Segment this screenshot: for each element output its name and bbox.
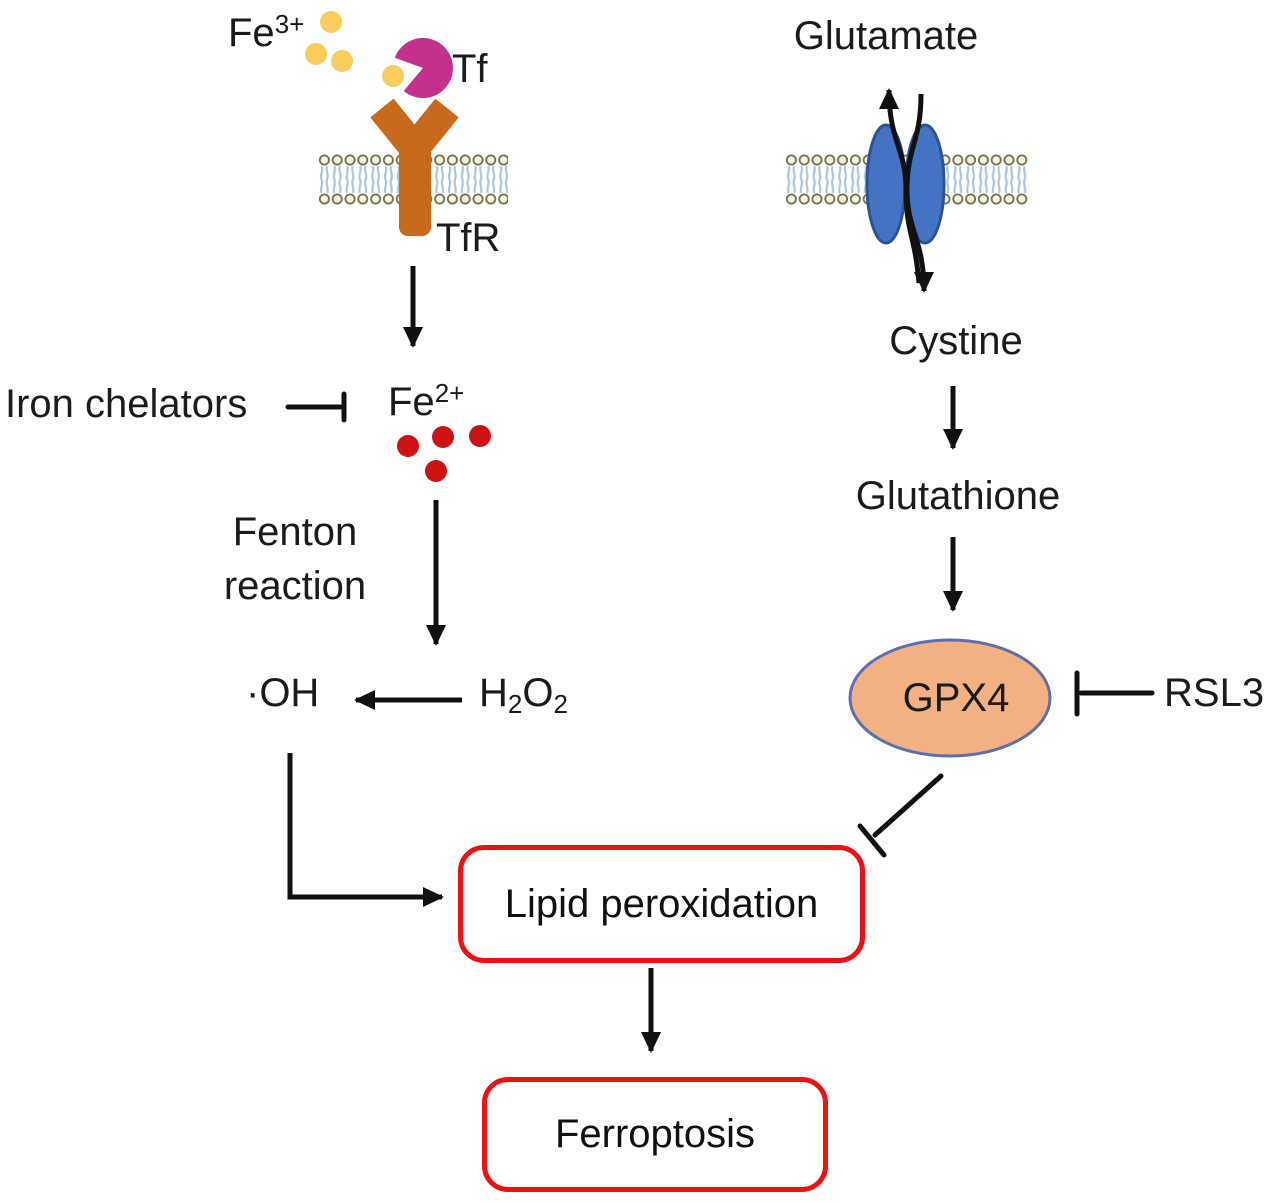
lipid-peroxidation-box: Lipid peroxidation xyxy=(458,845,865,963)
rsl3-label: RSL3 xyxy=(1164,671,1265,715)
arrow-glutamate-export xyxy=(879,88,922,284)
inhibition-rsl3-to-gpx4 xyxy=(1074,670,1155,717)
arrow-oh-to-lipid-peroxidation xyxy=(287,753,444,907)
fe2-label: Fe2+ xyxy=(388,378,465,424)
gpx4-label: GPX4 xyxy=(902,676,1010,720)
glutathione-label: Glutathione xyxy=(855,474,1061,518)
tf-label: Tf xyxy=(452,47,488,91)
h2o2-label: H2O2 xyxy=(479,671,568,719)
lipid-peroxidation-box-label: Lipid peroxidation xyxy=(504,881,819,926)
arrow-cystine-import xyxy=(904,93,934,293)
transferrin-pacman-shape xyxy=(394,38,453,99)
antiporter-channel-shape xyxy=(865,123,946,245)
hydroxyl-radical-label: ·OH xyxy=(246,671,320,715)
iron-chelators-label: Iron chelators xyxy=(5,382,248,426)
fe2-iron-dots xyxy=(397,425,491,482)
fe3-label: Fe3+ xyxy=(228,9,305,55)
tfr-label: TfR xyxy=(436,216,501,260)
cell-membrane-right xyxy=(785,153,1028,206)
cell-membrane-left xyxy=(318,153,508,206)
ferroptosis-box: Ferroptosis xyxy=(482,1077,828,1192)
glutamate-label: Glutamate xyxy=(793,14,979,58)
inhibition-iron-chelators-to-fe2 xyxy=(285,391,347,423)
fe3-iron-dots xyxy=(305,11,404,87)
ferroptosis-box-label: Ferroptosis xyxy=(554,1112,756,1156)
cystine-label: Cystine xyxy=(889,319,1023,363)
inhibition-gpx4-to-lipid-peroxidation xyxy=(857,773,944,858)
